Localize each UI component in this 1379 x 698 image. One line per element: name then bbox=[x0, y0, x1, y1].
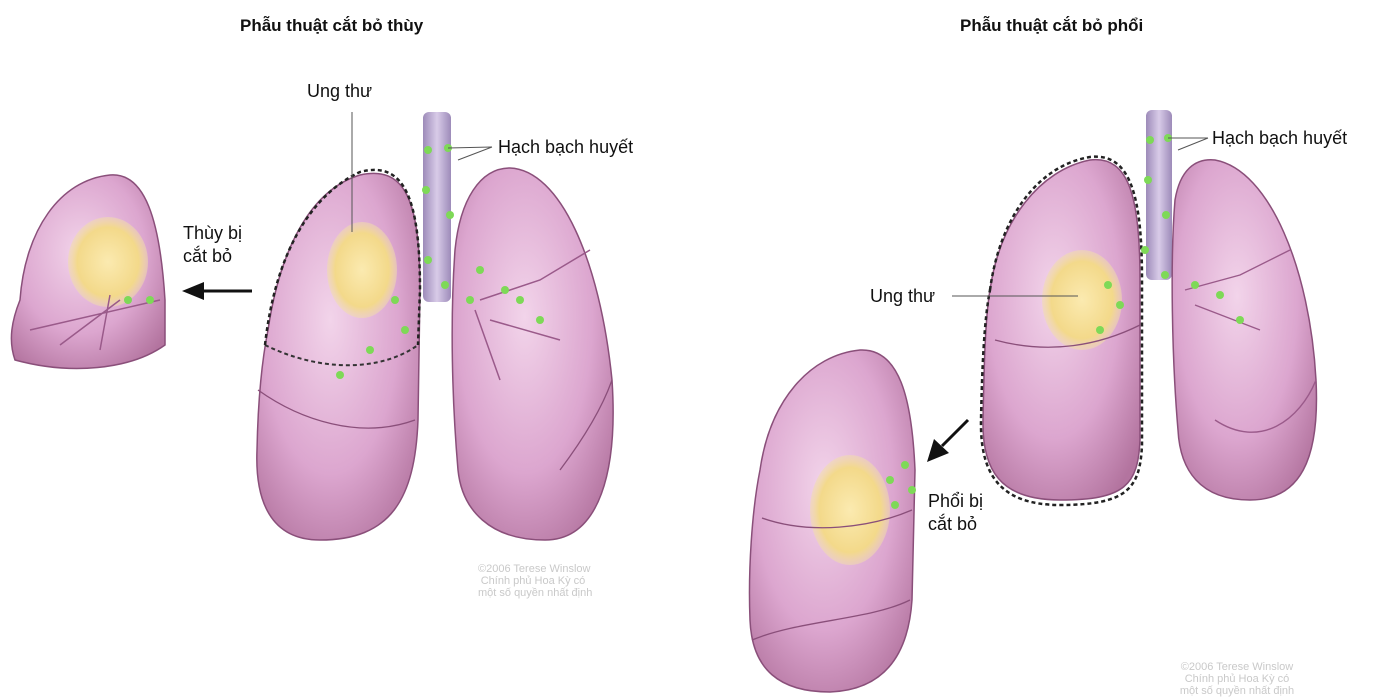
right-cancer-label: Ung thư bbox=[870, 285, 935, 308]
right-removed-label-line1: Phổi bị bbox=[928, 490, 983, 513]
left-copyright: ©2006 Terese Winslow Chính phủ Hoa Kỳ có… bbox=[478, 563, 588, 599]
removed-lung bbox=[749, 350, 916, 692]
copyright-line: ©2006 Terese Winslow bbox=[478, 563, 588, 575]
removed-lobe bbox=[11, 175, 165, 369]
tumor bbox=[1042, 250, 1122, 350]
removal-arrow bbox=[182, 282, 252, 300]
lobectomy-illustration bbox=[11, 112, 613, 540]
lymph-leader-line bbox=[1168, 138, 1208, 150]
lung-left-side bbox=[452, 168, 613, 540]
right-lymph-label: Hạch bạch huyết bbox=[1212, 127, 1347, 150]
copyright-line: một số quyền nhất định bbox=[478, 587, 588, 599]
lymph-leader-line bbox=[448, 147, 492, 160]
tumor bbox=[327, 222, 397, 318]
left-removed-label-line2: cắt bỏ bbox=[183, 245, 242, 268]
removal-arrow bbox=[927, 420, 968, 462]
left-removed-label-line1: Thùy bị bbox=[183, 222, 242, 245]
right-removed-label: Phổi bị cắt bỏ bbox=[928, 490, 983, 536]
copyright-line: một số quyền nhất định bbox=[1178, 685, 1296, 697]
copyright-line: Chính phủ Hoa Kỳ có bbox=[478, 575, 588, 587]
right-removed-label-line2: cắt bỏ bbox=[928, 513, 983, 536]
left-removed-label: Thùy bị cắt bỏ bbox=[183, 222, 242, 268]
trachea bbox=[423, 112, 451, 302]
left-lymph-label: Hạch bạch huyết bbox=[498, 136, 633, 159]
right-copyright: ©2006 Terese Winslow Chính phủ Hoa Kỳ có… bbox=[1178, 661, 1296, 697]
left-cancer-label: Ung thư bbox=[307, 80, 372, 103]
right-panel-title: Phẫu thuật cắt bỏ phổi bbox=[960, 16, 1143, 36]
copyright-line: ©2006 Terese Winslow bbox=[1178, 661, 1296, 673]
lung-left-side bbox=[1172, 160, 1316, 500]
left-panel-title: Phẫu thuật cắt bỏ thùy bbox=[240, 16, 423, 36]
copyright-line: Chính phủ Hoa Kỳ có bbox=[1178, 673, 1296, 685]
pneumonectomy-illustration bbox=[749, 110, 1316, 692]
